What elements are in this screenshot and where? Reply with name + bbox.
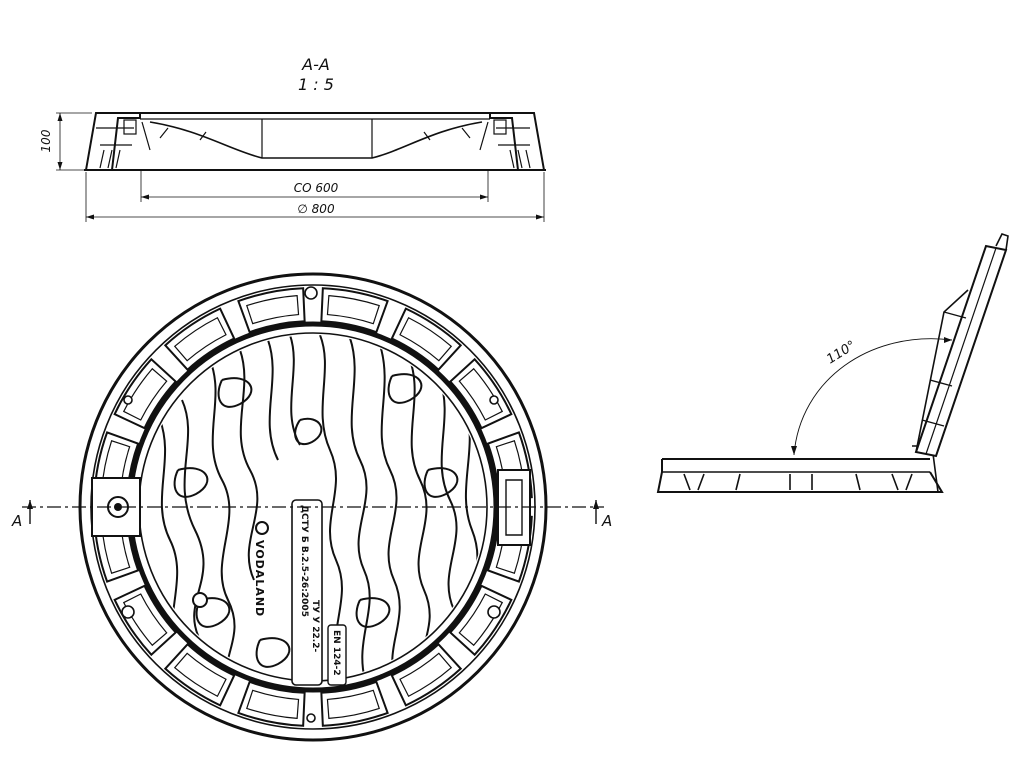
frame-rib-inner — [458, 367, 504, 421]
standard-marking-1: ДСТУ Б В.2.5-26:2005 — [299, 505, 309, 617]
lift-hole-icon — [192, 592, 208, 608]
frame-rib-inner — [326, 689, 380, 720]
section-view: A-A 1 : 5 100 CO 600 — [39, 55, 546, 222]
frame-rib-segment — [320, 680, 389, 727]
frame-rib-inner — [173, 652, 227, 698]
opening-angle: 110° — [824, 338, 859, 367]
brand-name: VODALAND — [253, 540, 266, 617]
height-dimension: 100 — [39, 129, 53, 152]
frame-rib-inner — [246, 294, 300, 325]
standard-marking-2: ТУ У 22.2- — [310, 600, 320, 652]
frame-rib-inner — [399, 652, 453, 698]
section-title: A-A — [301, 55, 330, 74]
frame-rib-inner — [173, 316, 227, 362]
frame-rib-inner — [326, 294, 380, 325]
stamp-panel — [291, 499, 323, 686]
diameter-dimension: ∅ 800 — [297, 202, 335, 216]
plan-view: ДСТУ Б В.2.5-26:2005 ТУ У 22.2- EN 124-2… — [11, 272, 612, 742]
opened-lid-view: 110° — [656, 233, 1009, 493]
frame-bolt-holes — [121, 286, 501, 723]
clear-opening-dimension: CO 600 — [294, 181, 339, 195]
frame-rib-inner — [399, 316, 453, 362]
frame-rib-inner — [122, 593, 168, 647]
frame-rib-segment — [237, 287, 306, 334]
standard-marking-3: EN 124-2 — [331, 630, 341, 676]
brand-logo-icon — [255, 521, 269, 535]
section-marker-left: A — [11, 512, 22, 530]
frame-rib-inner — [122, 367, 168, 421]
section-marker-right: A — [601, 512, 612, 530]
frame-rib-segment — [320, 287, 389, 334]
section-scale: 1 : 5 — [298, 75, 334, 94]
frame-rib-inner — [246, 689, 300, 720]
frame-rib-segment — [237, 680, 306, 727]
